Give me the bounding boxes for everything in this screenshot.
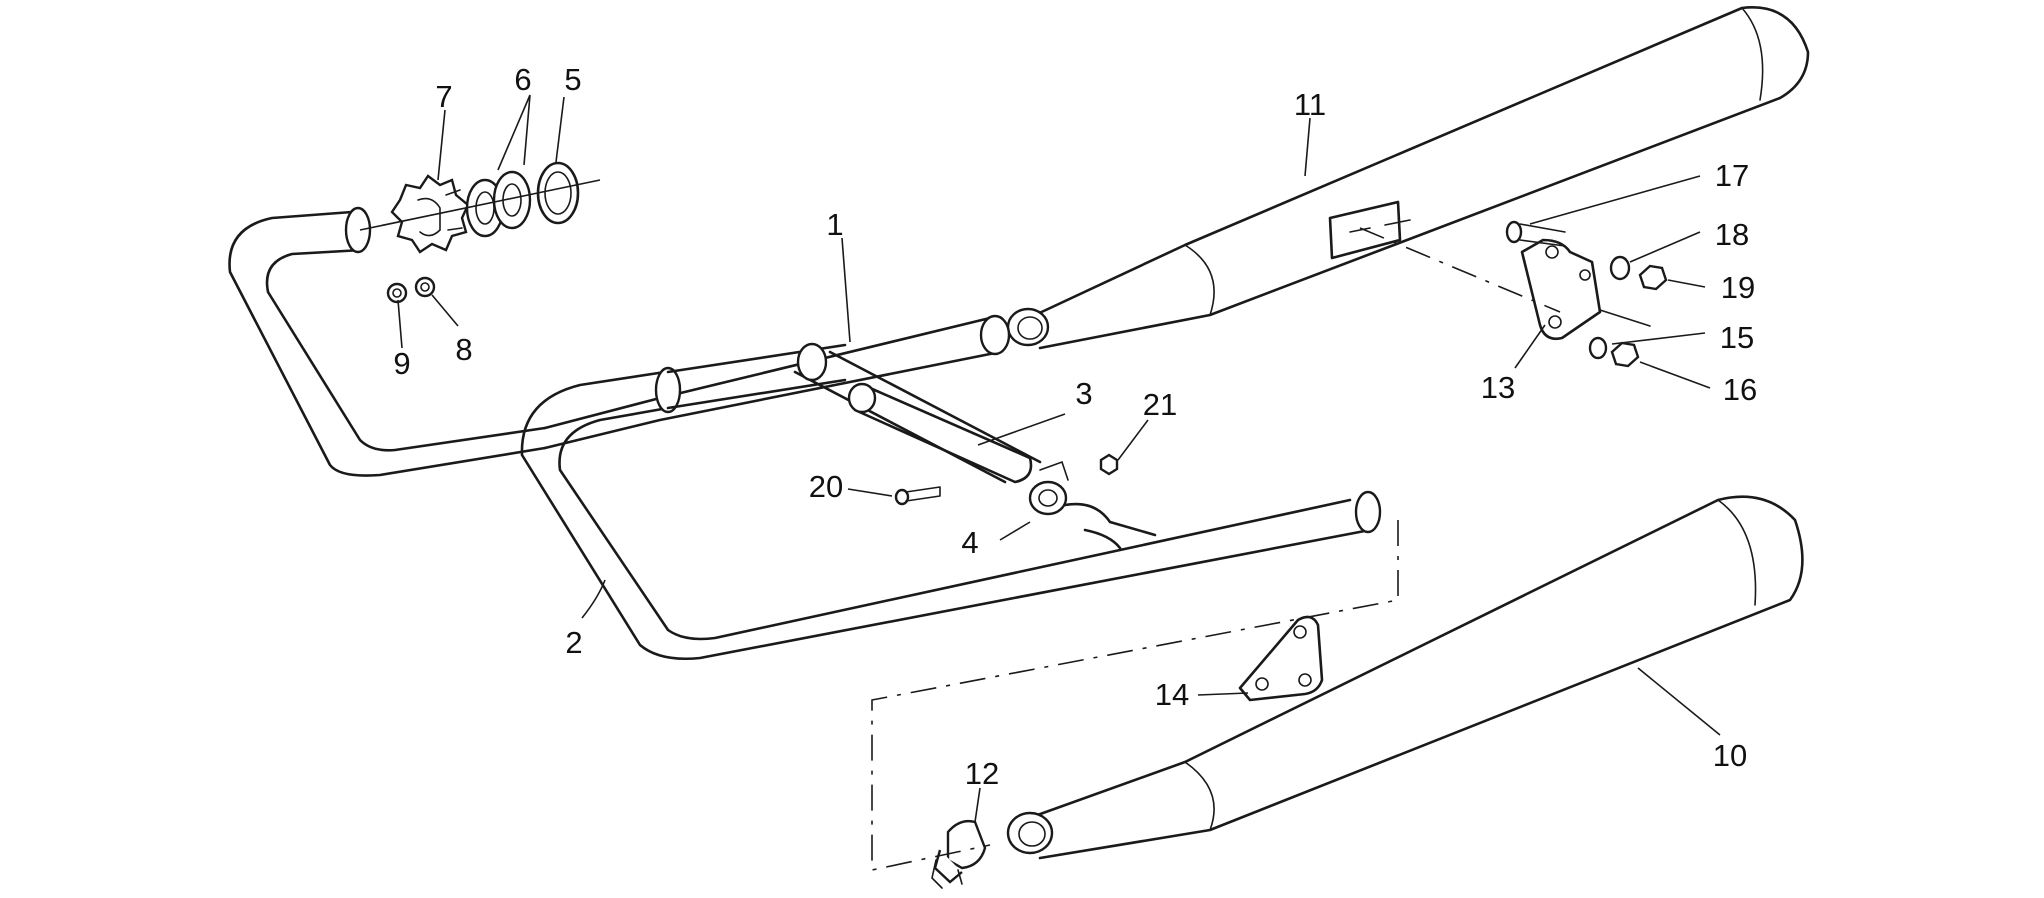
- washer-18: [1609, 255, 1631, 281]
- callout-21: 21: [1143, 387, 1177, 422]
- lower-muffler: [1006, 495, 1804, 860]
- flange-stud-nut-8: [414, 276, 436, 298]
- callout-10: 10: [1713, 738, 1747, 773]
- bracket-bolt: [1505, 220, 1566, 247]
- front-header-pipe: [520, 343, 1382, 661]
- nut-19: [1638, 264, 1668, 291]
- callout-2: 2: [565, 625, 582, 660]
- callout-8: 8: [455, 332, 472, 367]
- callout-7: 7: [435, 79, 452, 114]
- callout-3: 3: [1075, 376, 1092, 411]
- exhaust-flange-nut: [390, 174, 470, 254]
- lower-muffler-bracket: [1238, 615, 1324, 702]
- gasket-pair: [465, 170, 532, 238]
- seal-ring: [536, 161, 580, 225]
- callout-15: 15: [1720, 320, 1754, 355]
- callout-18: 18: [1715, 217, 1749, 252]
- rear-header-pipe: [228, 206, 1011, 477]
- callout-6: 6: [514, 62, 531, 97]
- upper-muffler-mount-plate: [1328, 200, 1411, 260]
- bracket-alignment-line: [1359, 227, 1561, 313]
- callout-11: 11: [1294, 87, 1326, 122]
- assembly-reference-line: [871, 520, 1399, 871]
- callout-9: 9: [393, 346, 410, 381]
- flange-axis-line: [359, 179, 601, 231]
- clamp-nut: [1099, 453, 1119, 476]
- callout-16: 16: [1723, 372, 1757, 407]
- callout-17: 17: [1715, 158, 1749, 193]
- upper-muffler-bracket: [1520, 238, 1602, 340]
- nut-16: [1610, 341, 1640, 368]
- muffler-clamp: [931, 819, 987, 889]
- callout-leaders: [397, 94, 1721, 823]
- callout-labels: 1 2 3 4 5 6 7 8 9 10 11 12 13 14 15 16 1…: [393, 62, 1757, 791]
- callout-12: 12: [965, 756, 999, 791]
- crossover-pipe: [793, 342, 1157, 550]
- callout-1: 1: [826, 207, 843, 242]
- clamp-bolt: [894, 486, 941, 506]
- crossover-clamp: [1028, 460, 1069, 516]
- callout-4: 4: [961, 525, 978, 560]
- callout-14: 14: [1155, 677, 1189, 712]
- bracket-stud-line: [1599, 309, 1651, 327]
- callout-19: 19: [1721, 270, 1755, 305]
- washer-15: [1588, 336, 1608, 360]
- callout-20: 20: [809, 469, 843, 504]
- upper-muffler: [1006, 6, 1810, 350]
- callout-13: 13: [1481, 370, 1515, 405]
- callout-5: 5: [564, 62, 581, 97]
- flange-stud-nut-9: [386, 282, 408, 304]
